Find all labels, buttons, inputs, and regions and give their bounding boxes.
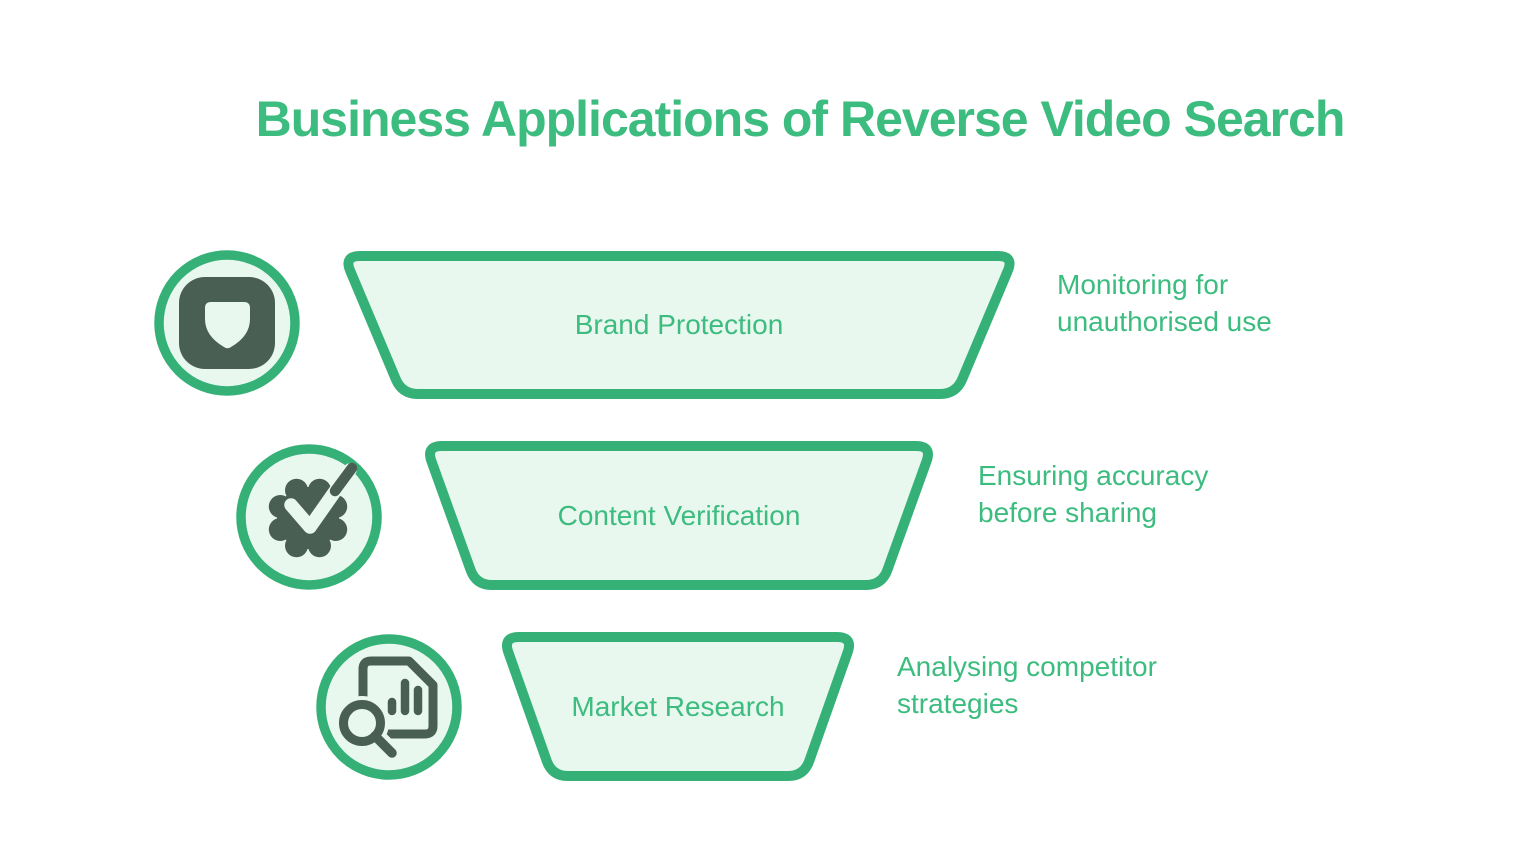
row-description-1: Monitoring for unauthorised use <box>1057 266 1272 340</box>
funnel-label-2: Content Verification <box>557 500 801 531</box>
funnel-label-1: Brand Protection <box>574 309 784 340</box>
funnel-segment-2 <box>425 441 933 590</box>
verified-badge-icon <box>236 444 382 590</box>
description-line: before sharing <box>978 497 1158 528</box>
row-description-2: Ensuring accuracy before sharing <box>978 457 1208 531</box>
page-title: Business Applications of Reverse Video S… <box>255 91 1346 147</box>
funnel-segment-1 <box>343 251 1015 399</box>
description-line: strategies <box>897 688 1019 719</box>
funnel-segment-3 <box>502 632 854 781</box>
shield-badge-icon <box>154 250 300 396</box>
funnel-label-3: Market Research <box>571 691 785 722</box>
description-line: Ensuring accuracy <box>978 460 1209 491</box>
description-line: Analysing competitor <box>897 651 1157 682</box>
document-search-icon <box>316 634 462 780</box>
description-line: Monitoring for <box>1057 269 1229 300</box>
description-line: unauthorised use <box>1057 306 1272 337</box>
row-description-3: Analysing competitor strategies <box>897 648 1157 722</box>
